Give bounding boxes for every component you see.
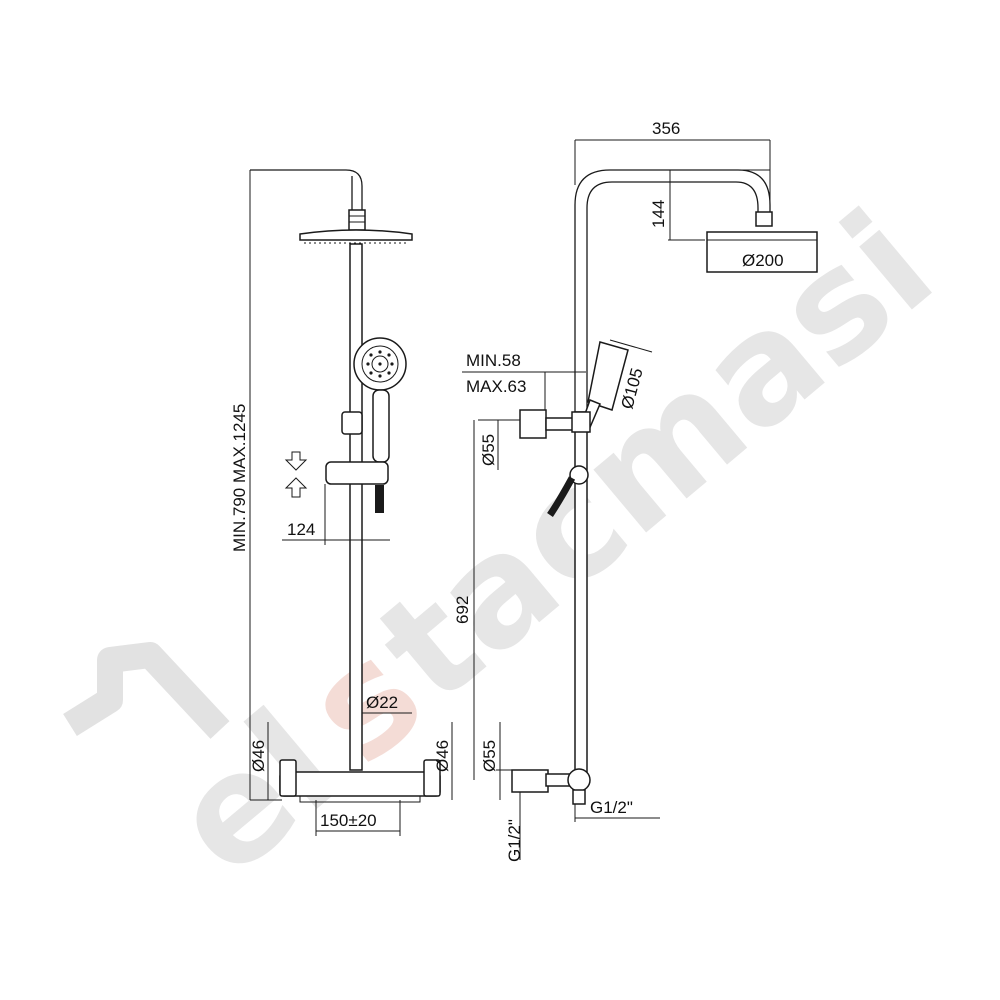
dim-right-body: Ø46	[433, 740, 452, 772]
watermark-suffix: tacmasi	[347, 179, 964, 737]
dim-wall-max: MAX.63	[466, 377, 526, 396]
side-bottom-bracket	[511, 768, 591, 805]
dim-center-distance: 150±20	[320, 811, 377, 830]
dim-left-body: Ø46	[249, 740, 268, 772]
front-hose	[375, 485, 384, 513]
dim-bottom-bracket: Ø55	[480, 740, 499, 772]
front-left-handle	[279, 759, 297, 797]
dim-inlet-thread-right: G1/2"	[590, 798, 633, 817]
watermark-house-outline	[63, 642, 230, 739]
dim-top-bracket: Ø55	[479, 434, 498, 466]
front-top-pipe-outline	[250, 169, 363, 210]
dim-wall-min: MIN.58	[466, 351, 521, 370]
side-head-connector	[755, 211, 773, 227]
dim-bracket-spacing: 692	[453, 596, 472, 624]
front-slide-holder	[325, 461, 389, 485]
dim-arm-length: 356	[652, 119, 680, 138]
arrow-up-icon	[284, 477, 308, 498]
front-view: 124 Ø22 Ø46 Ø46 150±20 MIN.790 MAX.1245	[230, 169, 453, 836]
front-head-connector	[348, 209, 366, 231]
side-arm-inner	[586, 181, 759, 412]
side-view: 356 144 Ø200 MIN.58 MAX.63 Ø105	[453, 119, 818, 862]
dim-inlet-thread-left: G1/2"	[505, 819, 524, 862]
front-thermostatic-body	[279, 759, 441, 803]
dim-arm-drop: 144	[649, 200, 668, 228]
side-top-bracket	[519, 409, 591, 439]
dim-pipe-diameter: Ø22	[366, 693, 398, 712]
dim-slide-offset: 124	[287, 520, 315, 539]
front-right-handle	[423, 759, 441, 797]
front-hand-shower	[353, 337, 407, 463]
front-riser-pipe	[349, 243, 363, 771]
arrow-down-icon	[284, 451, 308, 471]
side-overhead-shower-head	[706, 231, 818, 273]
side-hose	[547, 476, 576, 517]
front-overhead-shower-head	[299, 229, 413, 241]
front-bracket-clamp	[341, 411, 363, 435]
dim-height-range: MIN.790 MAX.1245	[230, 404, 249, 552]
dim-head-diameter: Ø200	[742, 251, 784, 270]
